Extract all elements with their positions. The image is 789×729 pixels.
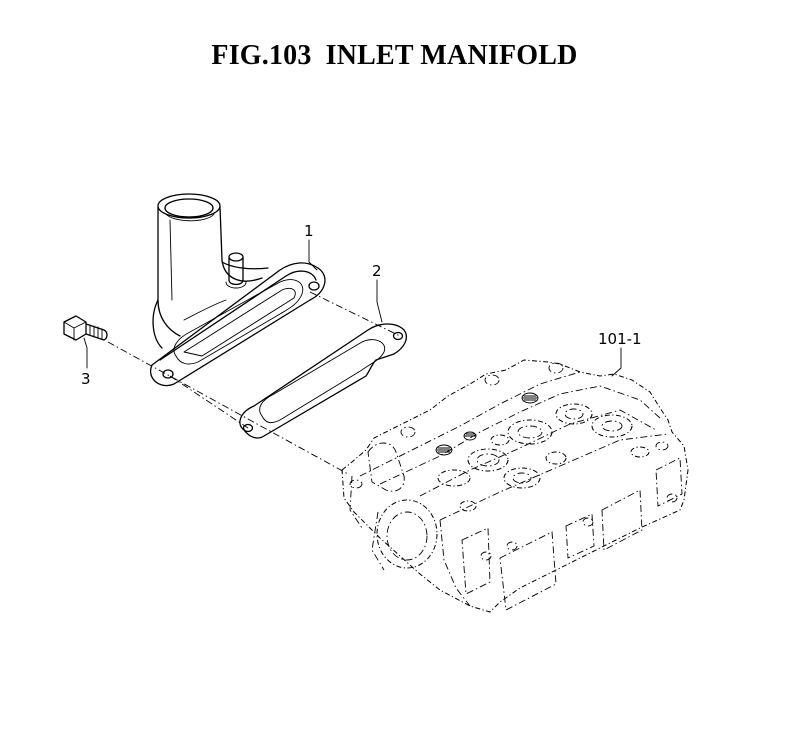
callout-2: 2 <box>372 262 382 280</box>
inlet-manifold-part <box>149 193 326 387</box>
callout-101-1: 101-1 <box>598 330 642 348</box>
leader-lines <box>83 239 622 377</box>
flange-bolt-part <box>63 315 108 341</box>
cylinder-head-part <box>341 359 689 613</box>
figure-number: FIG.103 <box>211 40 312 71</box>
figure-name: INLET MANIFOLD <box>325 40 578 71</box>
assembly-center-lines <box>107 291 401 475</box>
figure-title: FIG.103 INLET MANIFOLD <box>0 40 789 72</box>
gasket-part <box>239 323 408 439</box>
callout-3: 3 <box>81 370 91 388</box>
callout-1: 1 <box>304 222 314 240</box>
